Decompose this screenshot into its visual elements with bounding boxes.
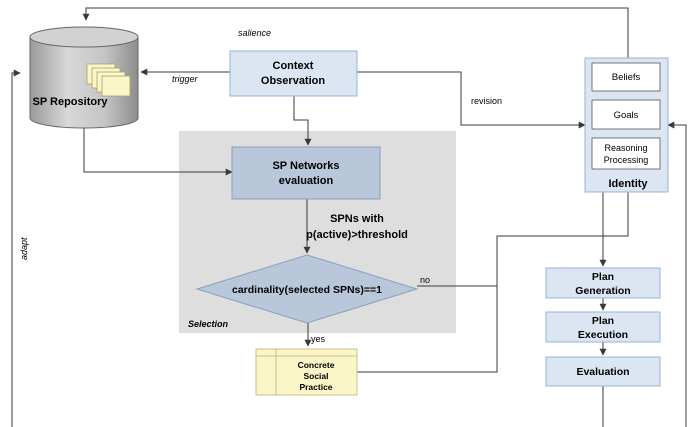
spn-condition-line1: SPNs with <box>330 213 384 225</box>
identity-box: Beliefs Goals Reasoning Processing Ident… <box>584 57 669 193</box>
decision-label: cardinality(selected SPNs)==1 <box>232 284 382 296</box>
evaluation-label: Evaluation <box>576 366 629 378</box>
sp-repository: SP Repository <box>29 26 139 129</box>
reasoning-box <box>591 137 661 170</box>
right-loop-connector <box>667 121 687 427</box>
beliefs-box <box>591 62 661 92</box>
cardinality-decision: cardinality(selected SPNs)==1 <box>195 254 419 324</box>
documents-icon <box>86 63 131 97</box>
spn-condition-line2: p(active)>threshold <box>306 229 408 241</box>
sp-networks-evaluation-box: SP Networks evaluation <box>231 146 381 200</box>
reasoning-line1: Reasoning <box>604 143 647 153</box>
evaluation-box: Evaluation <box>545 356 661 387</box>
adapt-label: adapt <box>19 237 29 260</box>
plan-generation-line2: Generation <box>575 285 630 297</box>
plan-execution-line2: Execution <box>578 329 628 341</box>
concrete-to-plan-connector <box>357 286 498 373</box>
goals-box <box>591 99 661 130</box>
context-to-evaluation-connector <box>293 96 312 146</box>
revision-connector <box>357 71 586 129</box>
evaluation-line2: evaluation <box>279 175 334 187</box>
no-connector <box>417 192 629 287</box>
context-line2: Observation <box>261 75 325 87</box>
beliefs-label: Beliefs <box>612 72 641 83</box>
repository-to-evaluation-connector <box>83 122 233 176</box>
concrete-line2: Social <box>303 371 328 381</box>
yes-label: yes <box>311 334 326 344</box>
concrete-social-practice: Concrete Social Practice <box>255 348 358 396</box>
feedback-connector-top <box>82 7 629 58</box>
no-label: no <box>420 275 430 285</box>
goals-label: Goals <box>614 110 639 121</box>
plan-execution-line1: Plan <box>592 315 614 327</box>
selection-label: Selection <box>188 319 229 329</box>
evaluation-line1: SP Networks <box>272 160 339 172</box>
adapt-connector <box>11 69 21 427</box>
concrete-line3: Practice <box>299 382 332 392</box>
repository-label: SP Repository <box>33 96 109 108</box>
plan-generation-box: Plan Generation <box>545 267 661 299</box>
revision-label: revision <box>471 96 502 106</box>
context-line1: Context <box>273 60 314 72</box>
salience-label: salience <box>238 28 271 38</box>
plan-execution-box: Plan Execution <box>545 311 661 343</box>
reasoning-line2: Processing <box>604 155 649 165</box>
concrete-line1: Concrete <box>298 360 335 370</box>
plan-generation-line1: Plan <box>592 271 614 283</box>
identity-title: Identity <box>608 178 648 190</box>
context-observation-box: Context Observation <box>229 50 358 97</box>
trigger-label: trigger <box>172 74 199 84</box>
